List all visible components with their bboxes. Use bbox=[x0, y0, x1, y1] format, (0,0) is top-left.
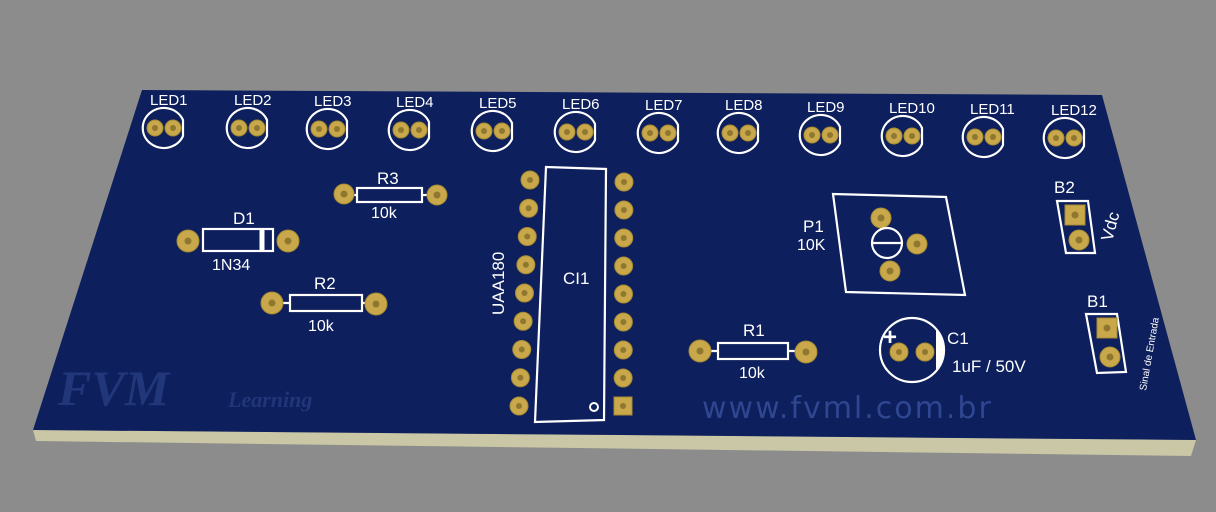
led-footprint: LED7 bbox=[636, 97, 683, 155]
board-edge bbox=[33, 430, 1196, 456]
led-footprint: LED10 bbox=[880, 100, 935, 158]
p1-ref: P1 bbox=[803, 217, 824, 236]
led-label: LED10 bbox=[889, 100, 935, 117]
led-label: LED8 bbox=[725, 97, 763, 114]
r2-ref: R2 bbox=[314, 274, 336, 293]
b1-ref: B1 bbox=[1087, 292, 1108, 311]
led-label: LED5 bbox=[479, 95, 517, 112]
led-label: LED6 bbox=[562, 96, 600, 113]
resistor-r3: R3 10k bbox=[333, 169, 448, 222]
ic-outline bbox=[533, 165, 608, 424]
led-outline bbox=[1042, 116, 1086, 160]
ic-ref: CI1 bbox=[563, 269, 589, 288]
c1-outline bbox=[878, 316, 946, 384]
led-outline bbox=[798, 113, 842, 157]
watermark-url: www.fvml.com.br bbox=[702, 391, 993, 426]
c1-value: 1uF / 50V bbox=[952, 357, 1026, 376]
d1-value: 1N34 bbox=[212, 257, 250, 274]
watermark-sub: Learning bbox=[227, 387, 312, 412]
connector-b2: B2 Vdc bbox=[1054, 178, 1124, 255]
led-footprint: LED12 bbox=[1042, 102, 1097, 160]
resistor-r1: R1 10k bbox=[688, 321, 818, 382]
p1-outline bbox=[831, 192, 967, 297]
watermark-brand: FVM bbox=[57, 360, 171, 416]
led-outline bbox=[387, 108, 431, 152]
diode-d1: D1 1N34 bbox=[176, 209, 300, 274]
c1-ref: C1 bbox=[947, 329, 969, 348]
led-footprint: LED3 bbox=[305, 93, 352, 151]
led-footprint: LED9 bbox=[798, 99, 845, 157]
potentiometer-p1: P1 10K bbox=[797, 192, 967, 297]
led-footprint: LED1 bbox=[141, 92, 188, 150]
b2-outline bbox=[1055, 199, 1097, 255]
led-label: LED7 bbox=[645, 97, 683, 114]
led-outline bbox=[636, 111, 680, 155]
led-label: LED2 bbox=[234, 92, 272, 109]
led-footprint: LED8 bbox=[716, 97, 763, 155]
p1-value: 10K bbox=[797, 237, 826, 254]
r1-ref: R1 bbox=[743, 321, 765, 340]
led-outline bbox=[470, 109, 514, 153]
led-footprint: LED5 bbox=[470, 95, 517, 153]
b2-ref: B2 bbox=[1054, 178, 1075, 197]
led-outline bbox=[961, 115, 1005, 159]
led-label: LED4 bbox=[396, 94, 434, 111]
led-label: LED9 bbox=[807, 99, 845, 116]
adjust-screw-icon bbox=[870, 226, 904, 260]
r3-ref: R3 bbox=[377, 169, 399, 188]
led-label: LED11 bbox=[970, 101, 1015, 118]
led-footprint: LED4 bbox=[387, 94, 434, 152]
led-outline bbox=[880, 114, 924, 158]
led-footprint: LED2 bbox=[225, 92, 272, 150]
led-outline bbox=[225, 106, 269, 150]
led-footprint: LED11 bbox=[961, 101, 1015, 159]
led-outline bbox=[305, 107, 349, 151]
led-row: LED1 LED2 LED3 LED4 LED5 LED6 LED7 LED8 LED9 LED1… bbox=[141, 92, 1097, 160]
ic-ci1: CI1 UAA180 bbox=[489, 165, 634, 424]
r2-value: 10k bbox=[308, 318, 335, 335]
r1-value: 10k bbox=[739, 365, 766, 382]
b1-outline bbox=[1084, 312, 1128, 375]
pin1-marker bbox=[589, 402, 599, 412]
ic-pins bbox=[509, 170, 634, 416]
r3-value: 10k bbox=[371, 205, 398, 222]
led-label: LED3 bbox=[314, 93, 352, 110]
capacitor-c1: + C1 1uF / 50V bbox=[878, 316, 1026, 384]
led-label: LED1 bbox=[150, 92, 188, 109]
led-outline bbox=[553, 110, 597, 154]
ic-value: UAA180 bbox=[489, 252, 508, 315]
resistor-r2: R2 10k bbox=[260, 274, 388, 335]
led-label: LED12 bbox=[1051, 102, 1097, 119]
d1-ref: D1 bbox=[233, 209, 255, 228]
led-outline bbox=[141, 106, 185, 150]
led-outline bbox=[716, 111, 760, 155]
led-footprint: LED6 bbox=[553, 96, 600, 154]
